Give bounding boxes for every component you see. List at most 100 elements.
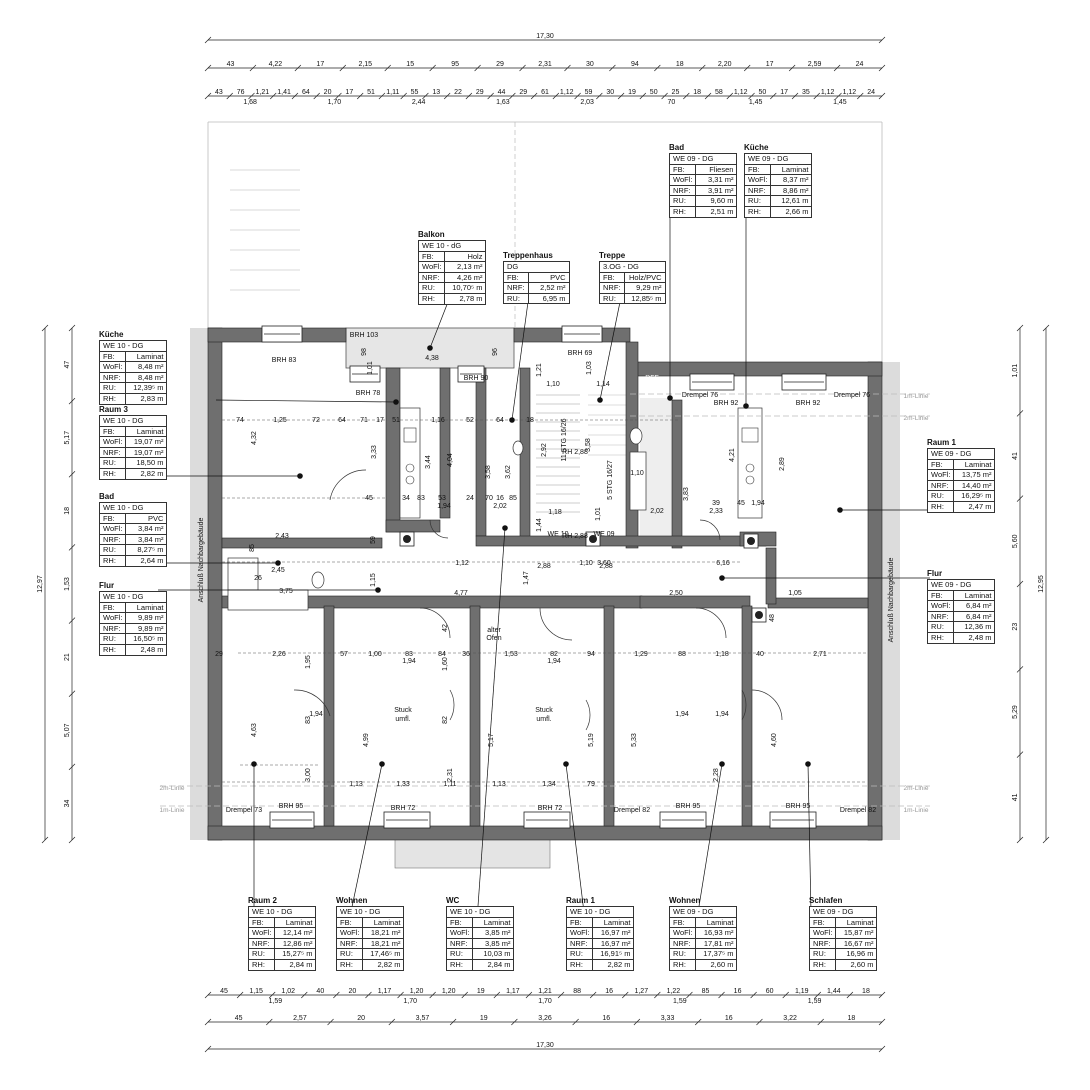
dim-right-chain-label: 1,01 xyxy=(1012,364,1019,378)
unit-label: WE 09 - DG xyxy=(668,906,738,918)
field-label: WoFl: xyxy=(247,927,276,939)
room-info-row: NRF:9,29 m² xyxy=(599,282,666,294)
dim-top-row2-tick xyxy=(748,92,755,100)
plan-annotation: 4,21 xyxy=(729,448,736,462)
dim-bottom-row2-label: 3,57 xyxy=(416,1015,430,1022)
field-label: RU: xyxy=(247,948,276,960)
dim-top-row2-label: 43 xyxy=(215,89,223,96)
field-label: RH: xyxy=(247,958,276,971)
plan-annotation: 1,21 xyxy=(536,363,543,377)
dim-bottom-row1-tick xyxy=(429,991,436,999)
plan-annotation: 1,53 xyxy=(504,651,518,658)
field-label: FB: xyxy=(417,250,446,263)
room-info-row: WoFl:18,21 m² xyxy=(335,927,405,939)
field-label: FB: xyxy=(335,916,364,929)
dim-top-row1-tick xyxy=(474,64,481,72)
dfp-brh-label: BRH 1,63 xyxy=(639,383,669,390)
dim-top-row1-label: 17 xyxy=(316,61,324,68)
room-info-row: RU:12,36 m xyxy=(926,621,996,633)
dim-left-chain-tick xyxy=(68,324,76,332)
dim-top-row1-tick xyxy=(788,64,796,72)
room-info-row: WoFl:3,84 m² xyxy=(98,523,168,535)
room-info-row: RU:17,46⁵ m xyxy=(335,948,405,960)
dim-bottom-row2-label: 3,22 xyxy=(783,1015,797,1022)
plan-annotation: 2,02 xyxy=(493,503,507,510)
plan-annotation: 3,00 xyxy=(305,768,312,782)
dim-bottom-row1-label: 60 xyxy=(766,988,774,995)
room-title: Wohnen xyxy=(669,896,701,905)
room-info-row: WoFl:6,84 m² xyxy=(926,600,996,612)
room-info-row: NRF:14,40 m² xyxy=(926,479,996,492)
field-label: NRF: xyxy=(98,446,127,459)
dim-top-row2-label: 29 xyxy=(476,89,484,96)
dim-bottom-row2-tick xyxy=(327,1018,334,1026)
field-value: 14,40 m² xyxy=(953,479,996,492)
field-value: 17,81 m² xyxy=(695,937,738,950)
wall xyxy=(221,537,383,549)
leader-dot xyxy=(379,761,385,767)
plan-annotation: 1,10 xyxy=(546,381,560,388)
field-value: Laminat xyxy=(770,163,813,176)
plan-annotation: 1,11 xyxy=(443,781,456,788)
dim-bottom-row1-tick xyxy=(557,991,565,999)
dim-top-row1-label: 95 xyxy=(451,61,459,68)
dim-bottom-row1-sub-label: 1,70 xyxy=(538,998,552,1005)
field-label: RU: xyxy=(808,948,837,960)
room-info-row: RU:9,60 m xyxy=(668,195,738,207)
dim-left-chain-tick xyxy=(68,617,76,624)
room-info-row: 3.OG - DG xyxy=(599,261,666,273)
wall xyxy=(625,341,639,549)
room-title: Schlafen xyxy=(809,896,843,905)
neighbor-strip-left xyxy=(190,328,208,840)
old-oven-label: Ofen xyxy=(486,635,501,642)
room-info-row: WoFl:8,48 m² xyxy=(98,361,168,373)
dim-top-row2-label: 1,11 xyxy=(386,89,399,96)
plan-annotation: 1,47 xyxy=(523,571,530,585)
room-info-row: RH:2,82 m xyxy=(98,467,168,480)
dim-bottom-row1-tick xyxy=(268,991,276,999)
field-value: 6,95 m xyxy=(527,292,570,305)
wall xyxy=(867,361,883,841)
dim-top-row1-label: 29 xyxy=(496,61,504,68)
chimney-flue xyxy=(755,611,763,619)
dim-bottom-row1-label: 16 xyxy=(734,988,742,995)
plan-annotation: 16 xyxy=(496,495,504,502)
field-label: FB: xyxy=(98,425,127,438)
field-label: RH: xyxy=(565,958,594,971)
dim-top-row1-tick xyxy=(743,64,751,72)
dim-top-row2-label: 1,12 xyxy=(560,89,574,96)
room-info-row: FB:Laminat xyxy=(926,458,996,471)
dim-left-chain-label: 18 xyxy=(64,507,71,515)
dim-right-total-tick xyxy=(1042,324,1050,332)
room-info-row: FB:Laminat xyxy=(565,916,635,929)
room-info-row: RU:12,85⁵ m xyxy=(599,292,666,305)
leader-dot xyxy=(743,403,749,409)
dim-bottom-row2-tick xyxy=(694,1018,702,1026)
dim-right-chain-tick xyxy=(1016,410,1024,417)
field-label: FB: xyxy=(98,512,127,525)
dim-top-row2-label: 19 xyxy=(628,89,636,96)
dim-bottom-row1-label: 18 xyxy=(862,988,870,995)
field-label: NRF: xyxy=(98,622,127,635)
unit-label: DG xyxy=(503,261,570,273)
plan-annotation: 48 xyxy=(769,614,776,622)
unit-label: 3.OG - DG xyxy=(599,261,666,273)
dim-top-row1-tick xyxy=(654,64,661,72)
dim-top-row2-label: 55 xyxy=(411,89,419,96)
plan-annotation: 2,31 xyxy=(447,768,454,782)
dim-top-row2-label: 44 xyxy=(498,89,506,96)
plan-annotation: Drempel 76 xyxy=(682,392,718,399)
plan-annotation: 52 xyxy=(466,417,474,424)
dim-left-chain-label: 1,53 xyxy=(64,577,71,591)
plan-annotation: BRH 92 xyxy=(714,400,739,407)
plan-annotation: BRH 72 xyxy=(538,805,563,812)
leader-dot xyxy=(719,575,725,581)
plan-annotation: 2,28 xyxy=(713,768,720,782)
plan-annotation: 1,34 xyxy=(542,781,556,788)
dim-top-row2-tick xyxy=(400,92,407,100)
field-label: RU: xyxy=(98,633,127,645)
